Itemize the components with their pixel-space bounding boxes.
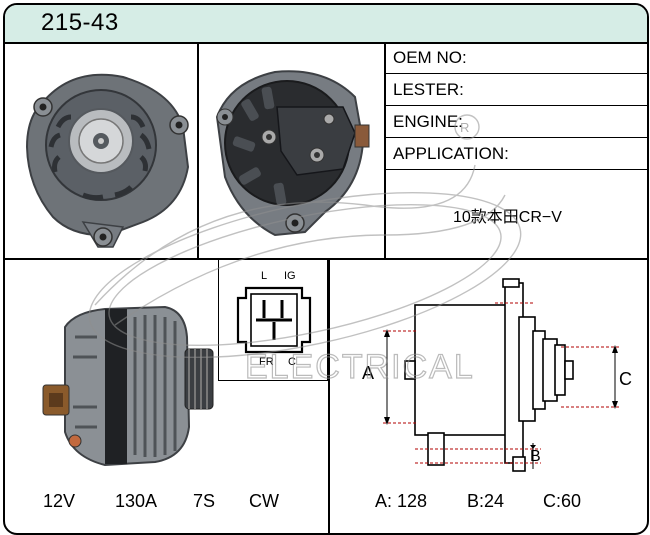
pin-c-label: C — [288, 356, 296, 368]
pin-fr-label: FR — [259, 356, 274, 368]
amperage-value: 130A — [115, 491, 158, 511]
application-value: 10款本田CR−V — [453, 209, 562, 226]
pulley-value: 7S — [193, 491, 216, 511]
alternator-rear-photo — [215, 70, 370, 237]
row-engine: ENGINE: — [385, 106, 647, 138]
product-sheet: 215-43 OEM NO: LESTER: ENGINE: APPLICATI… — [3, 3, 649, 535]
divider-v1 — [197, 42, 199, 259]
pin-ig-label: IG — [284, 270, 296, 282]
dimension-c-value: C:60 — [543, 491, 582, 511]
part-code: 215-43 — [41, 9, 119, 36]
dimension-c-label: C — [619, 369, 632, 389]
connector-diagram: L IG FR C — [236, 270, 312, 368]
dimension-b-value: B:24 — [467, 491, 505, 511]
rotation-value: CW — [249, 491, 279, 511]
engine-label: ENGINE: — [393, 112, 463, 131]
voltage-value: 12V — [43, 491, 76, 511]
dimension-a-value: A: 128 — [375, 491, 428, 511]
row-lester: LESTER: — [385, 74, 647, 106]
header-bar: 215-43 — [5, 5, 647, 44]
row-application: APPLICATION: — [385, 138, 647, 170]
pin-l-label: L — [261, 270, 267, 282]
oem-label: OEM NO: — [393, 48, 467, 67]
alternator-side-photo — [42, 305, 214, 467]
row-oem: OEM NO: — [385, 42, 647, 74]
dimension-b-label: B — [530, 448, 541, 465]
dimension-a-label: A — [362, 363, 374, 383]
lester-label: LESTER: — [393, 80, 464, 99]
divider-v2 — [384, 42, 386, 259]
alternator-front-photo — [25, 73, 190, 248]
dimension-diagram: A B C — [362, 278, 632, 472]
divider-v3 — [328, 260, 330, 533]
application-label: APPLICATION: — [393, 144, 509, 163]
